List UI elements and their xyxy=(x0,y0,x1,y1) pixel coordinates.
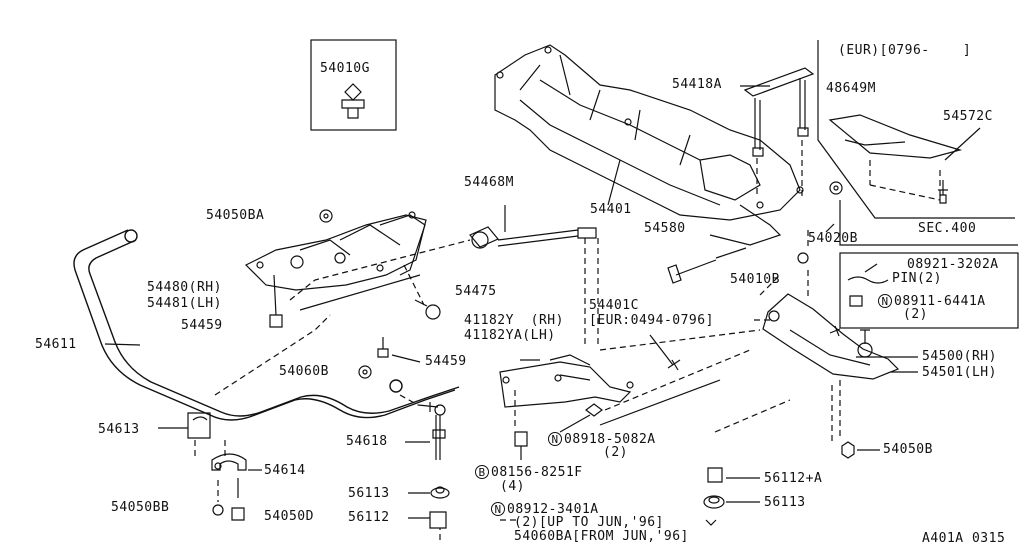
label-54614: 54614 xyxy=(264,463,306,478)
label-sec400: SEC.400 xyxy=(918,221,977,236)
label-08918-qty: (2) xyxy=(603,445,628,460)
part-54611 xyxy=(73,229,460,421)
code-circle: N xyxy=(491,502,505,516)
washer-54050BA xyxy=(319,209,333,223)
nut-54050B xyxy=(841,441,855,459)
label-08912-note: (2)[UP TO JUN,'96] xyxy=(514,515,664,530)
label-54480: 54480(RH) xyxy=(147,280,222,295)
label-54468M: 54468M xyxy=(464,175,514,190)
nut-54050BB xyxy=(212,504,224,516)
label-08921: 08921-3202A xyxy=(907,257,999,272)
label-08911-qty: (2) xyxy=(903,307,928,322)
bolt-54050D xyxy=(231,478,245,521)
clip-54401C xyxy=(667,359,681,371)
part-41182Y xyxy=(499,354,634,408)
label-54475: 54475 xyxy=(455,284,497,299)
clip-icon xyxy=(341,83,365,119)
label-08912-number: 08912-3401A xyxy=(507,502,599,517)
label-54050D: 54050D xyxy=(264,509,314,524)
label-54500: 54500(RH) xyxy=(922,349,997,364)
pin-box xyxy=(839,252,1019,329)
code-circle: N xyxy=(548,432,562,446)
part-48649M xyxy=(828,114,963,159)
label-54401C: 54401C xyxy=(589,298,639,313)
code-circle: B xyxy=(475,465,489,479)
label-54020B: 54020B xyxy=(808,231,858,246)
part-54500 xyxy=(762,293,900,380)
part-54418A xyxy=(743,67,815,200)
bolt-54459 xyxy=(377,337,389,358)
part-54468M xyxy=(469,226,597,249)
label-54010G: 54010G xyxy=(320,61,370,76)
clamp-54614 xyxy=(211,453,247,471)
label-54418A: 54418A xyxy=(672,77,722,92)
label-54618: 54618 xyxy=(346,434,388,449)
label-54060B: 54060B xyxy=(279,364,329,379)
nut-08918 xyxy=(585,403,603,417)
label-08918-number: 08918-5082A xyxy=(564,432,656,447)
sec-frame xyxy=(839,200,1018,246)
label-41182Y: 41182Y (RH) xyxy=(464,313,564,328)
label-54572C: 54572C xyxy=(943,109,993,124)
bushing-56113-a xyxy=(430,487,450,499)
label-54580: 54580 xyxy=(644,221,686,236)
bushing-54613 xyxy=(187,412,211,439)
label-54401: 54401 xyxy=(590,202,632,217)
bushing-56113-b xyxy=(703,495,725,509)
label-54459-a: 54459 xyxy=(181,318,223,333)
diagram-id: A401A 0315 xyxy=(922,531,1006,546)
part-54480 xyxy=(244,211,427,291)
label-54613: 54613 xyxy=(98,422,140,437)
label-56112: 56112 xyxy=(348,510,390,525)
leader-54401 xyxy=(607,159,621,206)
bolt-54580 xyxy=(667,259,717,284)
label-54010B: 54010B xyxy=(730,272,780,287)
label-41182YA: 41182YA(LH) xyxy=(464,328,556,343)
label-54459-b: 54459 xyxy=(425,354,467,369)
code-circle: N xyxy=(878,294,892,308)
label-08156-qty: (4) xyxy=(500,479,525,494)
label-08156-number: 08156-8251F xyxy=(491,465,583,480)
label-56112A: 56112+A xyxy=(764,471,823,486)
label-54050BA: 54050BA xyxy=(206,208,265,223)
washer-54020B xyxy=(829,181,843,195)
label-pin: PIN(2) xyxy=(892,271,942,286)
label-54050B: 54050B xyxy=(883,442,933,457)
part-54401 xyxy=(494,44,804,246)
inset-frame xyxy=(310,39,397,131)
label-54611: 54611 xyxy=(35,337,77,352)
washer-54060BA xyxy=(705,519,717,526)
part-54618 xyxy=(417,402,446,460)
bushing-56112A xyxy=(707,467,723,483)
label-56113-a: 56113 xyxy=(348,486,390,501)
label-54481: 54481(LH) xyxy=(147,296,222,311)
bushing-56112 xyxy=(429,511,447,529)
part-54475 xyxy=(414,299,441,320)
eur-frame xyxy=(817,40,1015,219)
label-54050BB: 54050BB xyxy=(111,500,170,515)
label-56113-b: 56113 xyxy=(764,495,806,510)
label-08911-number: 08911-6441A xyxy=(894,294,986,309)
label-48649M: 48649M xyxy=(826,81,876,96)
label-54401C-note: [EUR:0494-0796] xyxy=(589,313,714,328)
label-54060BA: 54060BA[FROM JUN,'96] xyxy=(514,529,689,544)
bolt-08156 xyxy=(514,431,528,460)
label-eur-header: (EUR)[0796- ] xyxy=(838,43,972,58)
label-54501: 54501(LH) xyxy=(922,365,997,380)
